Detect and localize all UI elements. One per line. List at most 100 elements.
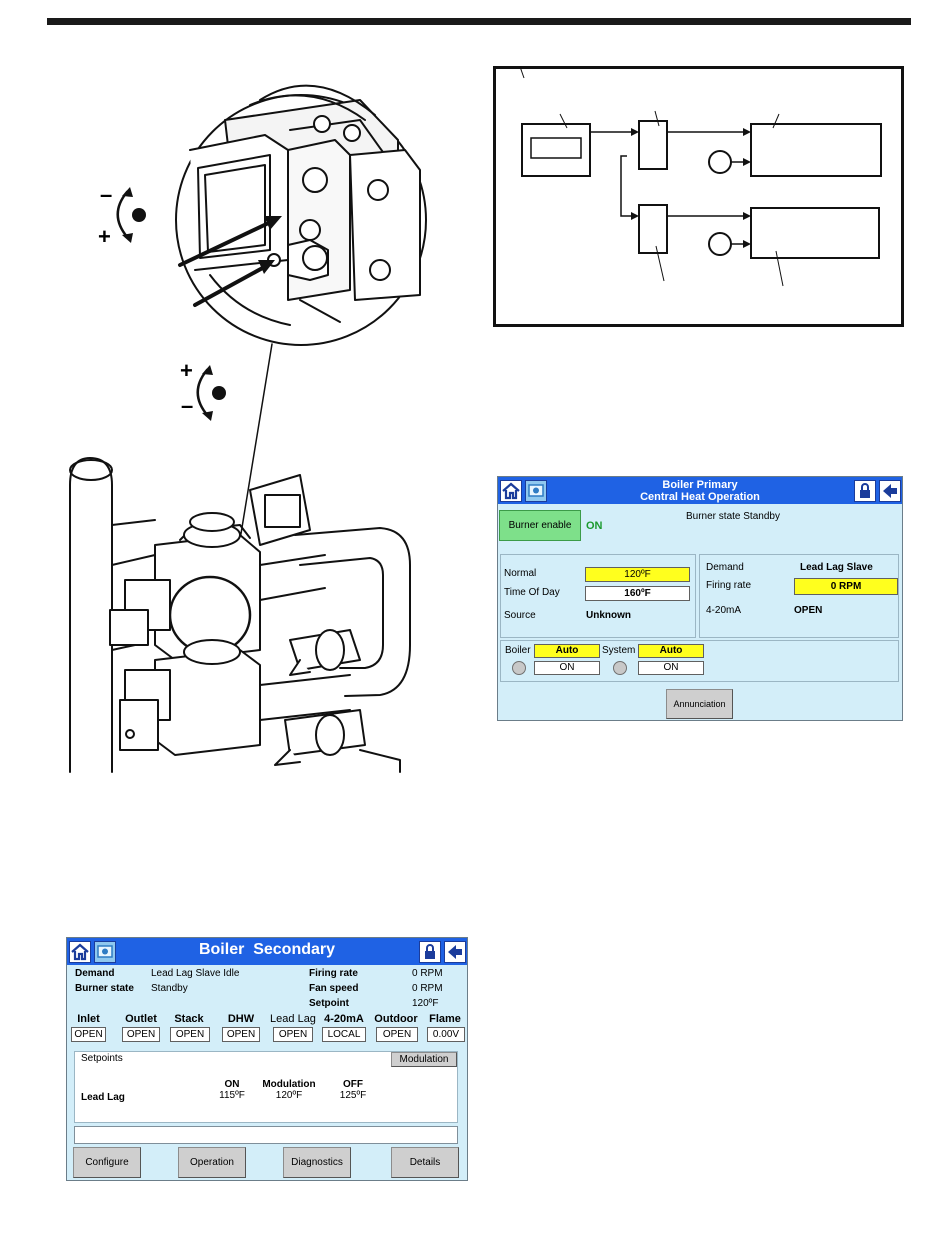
status-label-lead-lag: Lead Lag — [270, 1013, 316, 1025]
gas-valve-illustration: – + + – — [60, 60, 470, 780]
rotation-dot-lower — [212, 386, 226, 400]
screen-icon — [528, 484, 544, 497]
lock-icon — [425, 944, 435, 959]
boiler-state-field[interactable]: ON — [534, 661, 600, 675]
source-value: Unknown — [586, 610, 631, 621]
firing-rate-value: 0 RPM — [412, 968, 443, 979]
burner-state-label: Burner state — [75, 983, 134, 994]
col-off-header: OFF — [343, 1079, 363, 1090]
demand-label: Demand — [706, 562, 744, 573]
system-label: System — [602, 645, 636, 656]
fan-speed-value: 0 RPM — [412, 983, 443, 994]
time-of-day-field[interactable]: 160ºF — [585, 586, 690, 601]
col-modulation-header: Modulation — [262, 1079, 316, 1090]
modulation-button[interactable]: Modulation — [391, 1052, 457, 1067]
lock-button[interactable] — [854, 480, 876, 502]
rotation-dot-upper — [132, 208, 146, 222]
status-value-flame[interactable]: 0.00V — [427, 1027, 465, 1042]
title-line-2: Central Heat Operation — [640, 491, 760, 503]
boiler-mode-field[interactable]: Auto — [534, 644, 600, 658]
screen-title: Boiler Secondary — [198, 941, 336, 958]
status-value-4-20ma[interactable]: LOCAL — [322, 1027, 366, 1042]
col-on-header: ON — [224, 1079, 240, 1090]
setpoints-title: Setpoints — [81, 1053, 123, 1064]
source-label: Source — [504, 610, 536, 621]
message-field — [74, 1126, 458, 1144]
ma-label: 4-20mA — [706, 605, 742, 616]
demand-value: Lead Lag Slave — [800, 562, 873, 573]
lock-button[interactable] — [419, 941, 441, 963]
setpoint-label: Setpoint — [309, 998, 349, 1009]
home-icon — [502, 482, 520, 500]
burner-enable-state: ON — [586, 520, 603, 532]
status-label-4-20ma: 4-20mA — [324, 1013, 364, 1025]
page-top-rule — [47, 18, 911, 25]
firing-rate-field[interactable]: 0 RPM — [794, 578, 898, 595]
status-label-dhw: DHW — [227, 1013, 255, 1025]
screen-icon — [97, 945, 113, 958]
status-value-outlet[interactable]: OPEN — [122, 1027, 160, 1042]
home-button[interactable] — [69, 941, 91, 963]
annunciation-button[interactable]: Annunciation — [666, 689, 733, 719]
boiler-label: Boiler — [505, 645, 531, 656]
status-label-outlet: Outlet — [125, 1013, 157, 1025]
demand-value: Lead Lag Slave Idle — [151, 968, 240, 979]
boiler-secondary-screen: Boiler Secondary Demand Lead Lag Slave I… — [66, 937, 468, 1181]
status-label-inlet: Inlet — [77, 1013, 100, 1025]
control-schematic — [493, 57, 904, 327]
lead-lag-modulation-value: 120ºF — [275, 1090, 303, 1101]
system-status-led — [613, 661, 627, 675]
boiler-status-led — [512, 661, 526, 675]
operation-button[interactable]: Operation — [178, 1147, 246, 1178]
status-value-stack[interactable]: OPEN — [170, 1027, 210, 1042]
setpoint-value: 120ºF — [412, 998, 439, 1009]
burner-enable-button[interactable]: Burner enable — [499, 510, 581, 541]
system-mode-field[interactable]: Auto — [638, 644, 704, 658]
normal-setpoint-field[interactable]: 120ºF — [585, 567, 690, 582]
status-value-outdoor[interactable]: OPEN — [376, 1027, 418, 1042]
lock-icon — [860, 483, 870, 498]
lead-lag-off-value: 125ºF — [339, 1090, 367, 1101]
lead-lag-row-label: Lead Lag — [81, 1092, 125, 1103]
demand-panel — [699, 554, 899, 638]
firing-rate-label: Firing rate — [309, 968, 358, 979]
diagnostics-button[interactable]: Diagnostics — [283, 1147, 351, 1178]
details-button[interactable]: Details — [391, 1147, 459, 1178]
setpoint-panel — [500, 554, 696, 638]
status-label-stack: Stack — [174, 1013, 204, 1025]
title-line-1: Boiler Primary — [662, 479, 738, 491]
rotation-minus-upper: – — [100, 182, 113, 207]
rotation-plus-upper: + — [98, 224, 111, 249]
firing-rate-label: Firing rate — [706, 580, 752, 591]
schematic-diagram — [493, 57, 904, 327]
configure-button[interactable]: Configure — [73, 1147, 141, 1178]
rotation-minus-lower: – — [181, 393, 194, 418]
burner-state: Burner state Standby — [686, 511, 780, 522]
burner-state-value: Standby — [151, 983, 188, 994]
screen-title: Boiler Primary Central Heat Operation — [498, 479, 902, 503]
back-button[interactable] — [444, 941, 466, 963]
enable-panel — [500, 640, 899, 682]
title-bar — [67, 938, 467, 965]
lead-lag-on-value: 115ºF — [219, 1090, 245, 1101]
back-arrow-icon — [448, 945, 462, 959]
screen-button[interactable] — [525, 480, 547, 502]
demand-label: Demand — [75, 968, 115, 979]
status-value-lead-lag[interactable]: OPEN — [273, 1027, 313, 1042]
time-of-day-label: Time Of Day — [504, 587, 560, 598]
screen-button[interactable] — [94, 941, 116, 963]
status-value-inlet[interactable]: OPEN — [71, 1027, 106, 1042]
rotation-plus-lower: + — [180, 358, 193, 383]
gas-valve-drawing — [69, 84, 427, 773]
fan-speed-label: Fan speed — [309, 983, 359, 994]
status-label-outdoor: Outdoor — [374, 1013, 418, 1025]
back-button[interactable] — [879, 480, 901, 502]
status-value-dhw[interactable]: OPEN — [222, 1027, 260, 1042]
system-state-field[interactable]: ON — [638, 661, 704, 675]
home-button[interactable] — [500, 480, 522, 502]
boiler-primary-screen: Boiler Primary Central Heat Operation Bu… — [497, 476, 903, 721]
title-bar — [498, 477, 902, 504]
normal-label: Normal — [504, 568, 537, 579]
back-arrow-icon — [883, 484, 897, 498]
status-label-flame: Flame — [429, 1013, 461, 1025]
